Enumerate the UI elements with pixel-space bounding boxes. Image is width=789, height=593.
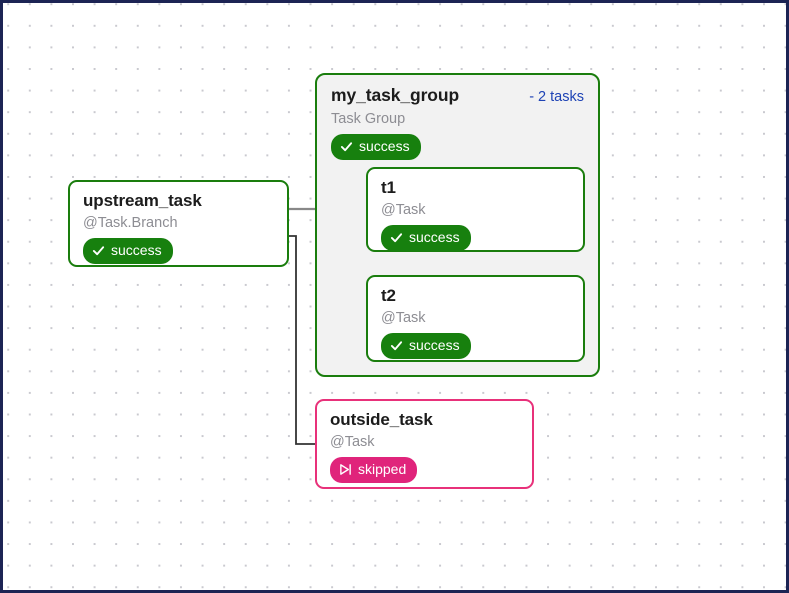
check-icon [390, 339, 403, 352]
task-group-node[interactable]: my_task_group - 2 tasks Task Group succe… [315, 73, 600, 377]
task-node-t2-type: @Task [381, 310, 426, 326]
check-icon [340, 140, 353, 153]
task-group-status-badge: success [331, 134, 421, 160]
task-node-upstream-task-status-label: success [111, 242, 162, 258]
task-node-t2[interactable]: t2 @Task success [366, 275, 585, 362]
task-node-t1-title: t1 [381, 178, 396, 197]
task-group-title: my_task_group [331, 85, 460, 105]
task-node-t2-status-badge: success [381, 333, 471, 359]
check-icon [92, 244, 105, 257]
task-node-t1[interactable]: t1 @Task success [366, 167, 585, 252]
task-node-t1-type: @Task [381, 202, 426, 218]
task-node-outside-task-status-badge: skipped [330, 457, 418, 483]
task-node-outside-task-title: outside_task [330, 410, 433, 429]
task-node-upstream-task-type: @Task.Branch [83, 215, 178, 231]
task-node-t1-status-badge: success [381, 225, 471, 251]
task-node-upstream-task-status-badge: success [83, 238, 173, 264]
task-node-t2-title: t2 [381, 286, 396, 305]
task-node-t2-status-label: success [409, 337, 460, 353]
skip-forward-icon [339, 463, 352, 476]
task-node-outside-task-status-label: skipped [358, 461, 407, 477]
task-node-upstream-task-title: upstream_task [83, 191, 202, 210]
task-group-status-label: success [359, 138, 410, 154]
task-group-header: my_task_group - 2 tasks Task Group succe… [331, 85, 584, 160]
task-group-collapse-toggle[interactable]: - 2 tasks [529, 89, 584, 105]
task-node-outside-task[interactable]: outside_task @Task skipped [315, 399, 534, 489]
task-group-subtitle: Task Group [331, 111, 406, 127]
task-node-t1-status-label: success [409, 229, 460, 245]
task-node-outside-task-type: @Task [330, 434, 375, 450]
task-node-upstream-task[interactable]: upstream_task @Task.Branch success [68, 180, 289, 267]
check-icon [390, 231, 403, 244]
